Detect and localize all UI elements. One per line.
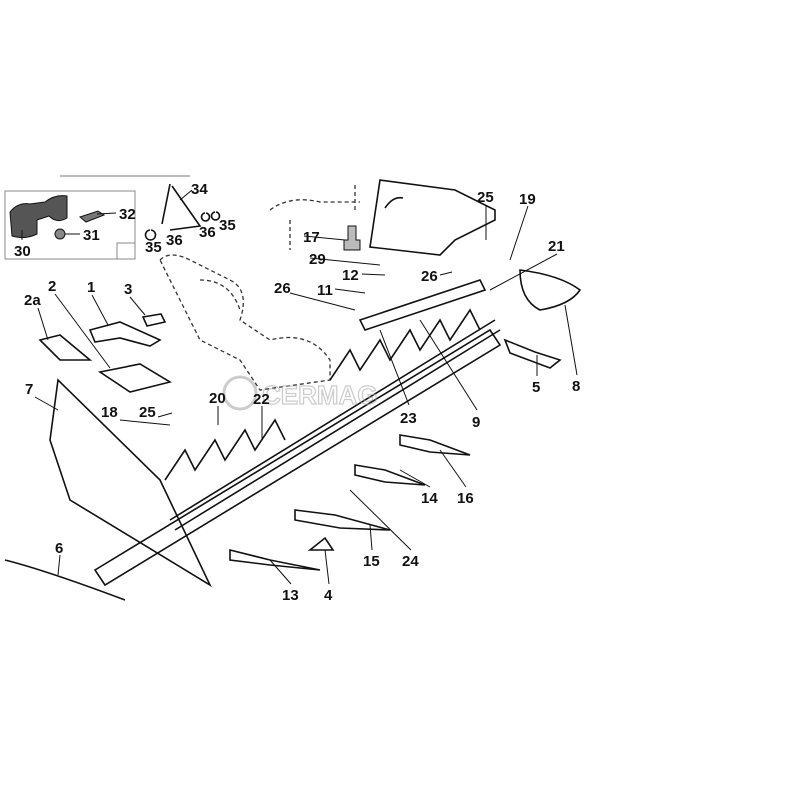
shield-plate [369,179,496,256]
callout-18: 18 [101,404,118,421]
mounting-frame-outline [159,254,331,391]
inset-box-tag [116,242,136,260]
callout-29: 29 [309,251,326,268]
callout-6: 6 [55,540,63,557]
callout-8: 8 [572,378,580,395]
callout-labels: 34 32 31 30 35 36 36 35 17 29 12 11 26 2… [14,181,580,604]
linkage-outline [269,185,360,250]
shield-slot [384,196,404,209]
callout-35: 35 [219,217,236,234]
callout-2: 2 [48,278,56,295]
callout-24: 24 [402,553,419,570]
divider-blade-part-8 [519,269,582,311]
bolt-part-17 [343,225,361,251]
callout-14: 14 [421,490,438,507]
callout-31: 31 [83,227,100,244]
bracket-part-30 [9,195,68,239]
guard-part-15 [294,509,391,531]
callout-9: 9 [472,414,480,431]
callout-36: 36 [166,232,183,249]
callout-26: 26 [274,280,291,297]
callout-13: 13 [282,587,299,604]
callout-30: 30 [14,243,31,260]
svg-text:CERMAG: CERMAG [262,380,378,410]
callout-35: 35 [145,239,162,256]
bracket-part-5 [503,338,562,369]
callout-22: 22 [253,391,270,408]
callout-1: 1 [87,279,95,296]
leader-lines [21,189,578,585]
inset-box [4,190,136,260]
callout-12: 12 [342,267,359,284]
callout-11: 11 [317,282,333,299]
callout-3: 3 [124,281,132,298]
guard-part-16 [399,434,471,456]
callout-2a: 2a [24,292,41,309]
callout-19: 19 [519,191,536,208]
clip-part-3 [141,313,167,327]
cutter-bar [93,328,502,587]
callout-21: 21 [548,238,565,255]
callout-5: 5 [532,379,540,396]
callout-15: 15 [363,553,380,570]
knife-head-part-11 [358,279,487,331]
lever-part-34 [144,183,221,241]
plate-part-2 [97,363,173,393]
knife-sections-part-9 [164,308,481,481]
callout-36: 36 [199,224,216,241]
guard-part-14 [354,464,426,486]
callout-20: 20 [209,390,226,407]
nut-part-31 [54,228,66,240]
callout-26: 26 [421,268,438,285]
plate-part-2a [38,334,93,361]
skid-part-6 [4,559,126,601]
callout-32: 32 [119,206,136,223]
watermark: CERMAG [222,375,378,411]
bolt-part-32 [78,210,106,223]
callout-25: 25 [477,189,494,206]
callout-17: 17 [303,229,320,246]
callout-7: 7 [25,381,33,398]
plate-part-4 [307,536,335,551]
guard-part-13 [229,548,321,571]
inner-shoe-part-7 [49,378,212,588]
callout-16: 16 [457,490,474,507]
callout-25: 25 [139,404,156,421]
plate-part-1 [88,321,162,347]
callout-23: 23 [400,410,417,427]
callout-34: 34 [191,181,208,198]
callout-4: 4 [324,587,333,604]
